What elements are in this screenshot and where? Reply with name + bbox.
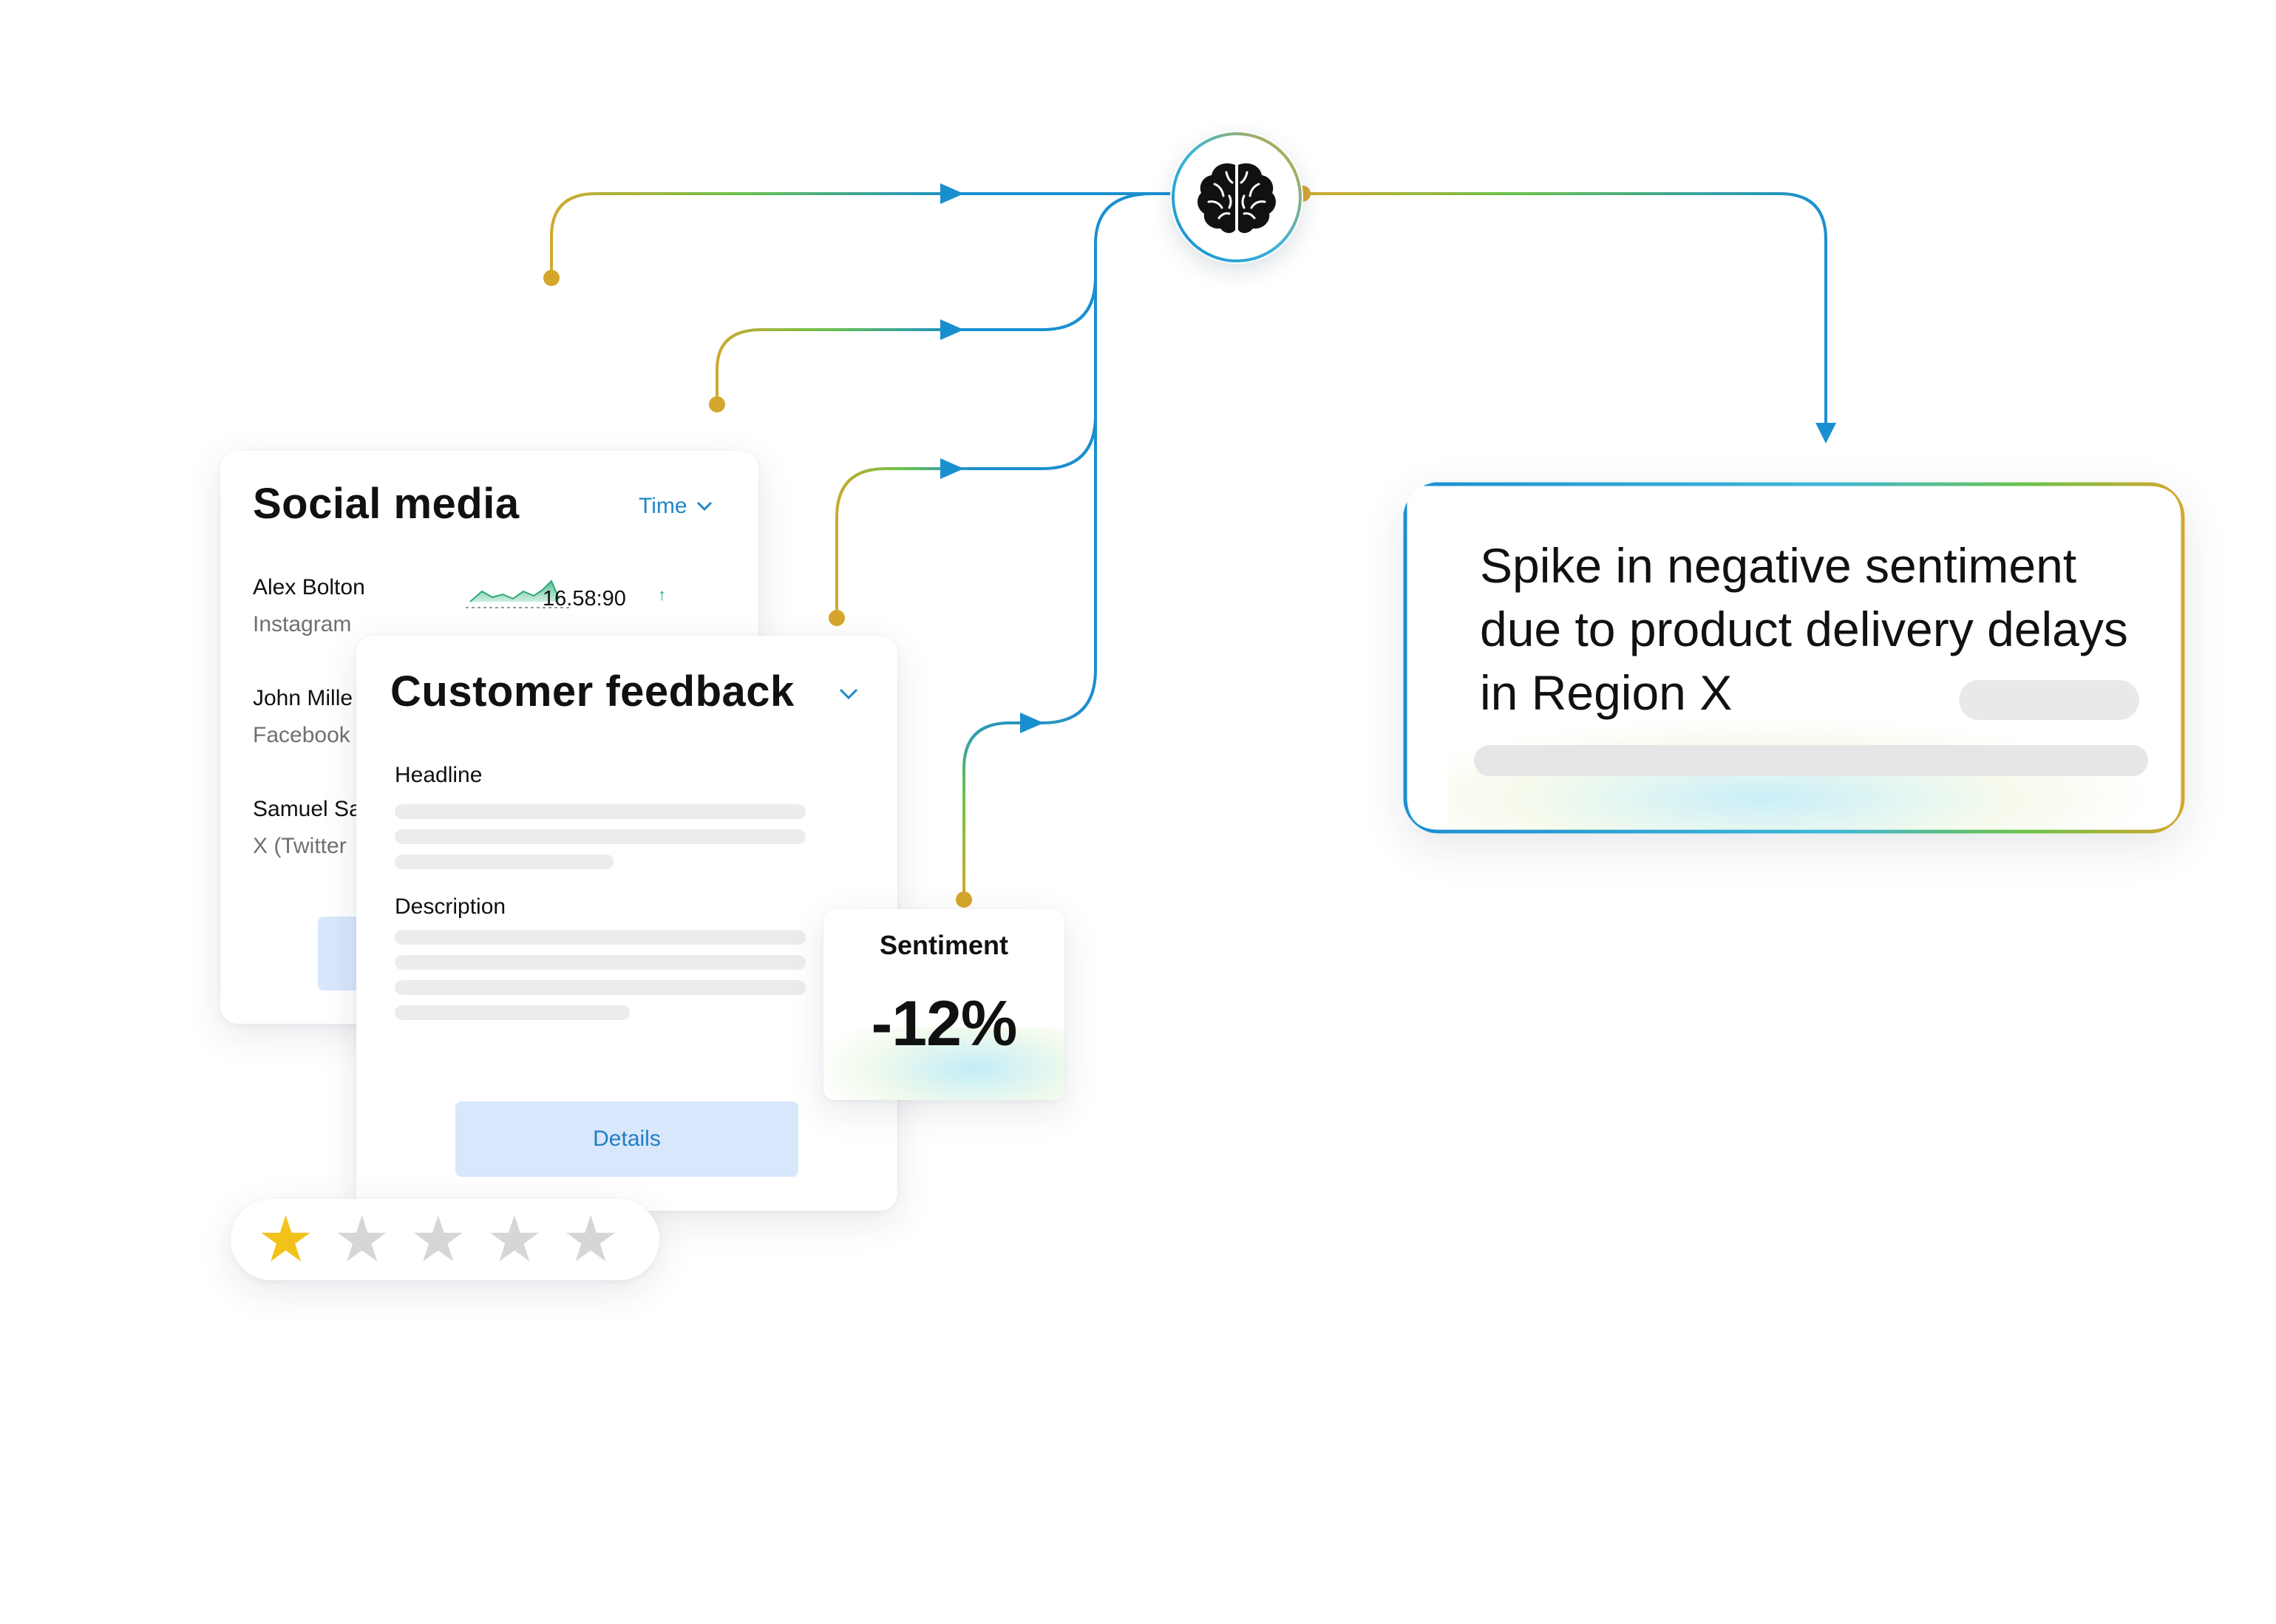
headline-placeholder-line: [395, 804, 806, 819]
description-placeholder-line: [395, 1005, 630, 1020]
headline-label: Headline: [395, 763, 483, 787]
platform-name: X (Twitter: [253, 834, 347, 858]
headline-placeholder-line: [395, 829, 806, 844]
sparkline-chart: [466, 580, 572, 608]
brain-icon: [1198, 163, 1276, 234]
author-name: John Mille: [253, 686, 353, 710]
timestamp: 16.58:90: [543, 587, 626, 611]
insight-placeholder-line: [1474, 745, 2148, 776]
star-empty-icon[interactable]: ★: [486, 1204, 543, 1275]
list-item[interactable]: Samuel Sa X (Twitter: [253, 797, 741, 878]
customer-feedback-card: Customer feedback Headline Description D…: [356, 636, 897, 1211]
insight-card: Spike in negative sentiment due to produ…: [1403, 482, 2185, 834]
insight-glow: [1447, 718, 2150, 834]
author-name: Samuel Sa: [253, 797, 361, 821]
description-placeholder-line: [395, 955, 806, 970]
star-empty-icon[interactable]: ★: [562, 1204, 619, 1275]
headline-placeholder-line: [395, 855, 614, 869]
star-rating: ★ ★ ★ ★ ★: [231, 1199, 659, 1280]
sentiment-value: -12%: [871, 988, 1018, 1059]
chevron-down-icon[interactable]: [838, 687, 859, 701]
customer-feedback-title: Customer feedback: [390, 667, 795, 716]
sentiment-glow: [823, 1027, 1064, 1100]
insight-placeholder-pill: [1959, 680, 2139, 720]
list-item[interactable]: Alex Bolton Instagram 16.58:90 ↑: [253, 575, 741, 656]
sentiment-label: Sentiment: [879, 930, 1009, 960]
description-placeholder-line: [395, 980, 806, 995]
sentiment-card: Sentiment -12%: [823, 909, 1064, 1100]
star-empty-icon[interactable]: ★: [410, 1204, 467, 1275]
chevron-down-icon: [696, 501, 712, 512]
star-empty-icon[interactable]: ★: [333, 1204, 391, 1275]
description-placeholder-line: [395, 930, 806, 945]
arrow-up-icon: ↑: [658, 585, 666, 604]
details-button[interactable]: Details: [455, 1101, 798, 1177]
brain-hub: [1170, 131, 1303, 264]
platform-name: Instagram: [253, 612, 352, 636]
time-filter-dropdown[interactable]: Time: [639, 494, 713, 519]
star-filled-icon[interactable]: ★: [257, 1204, 315, 1275]
social-media-title: Social media: [253, 480, 520, 528]
author-name: Alex Bolton: [253, 575, 365, 599]
time-filter-label: Time: [639, 494, 687, 518]
list-item[interactable]: John Mille Facebook: [253, 686, 741, 767]
description-label: Description: [395, 894, 506, 919]
insight-card-border: [1403, 482, 2185, 834]
platform-name: Facebook: [253, 723, 350, 747]
insight-text: Spike in negative sentiment due to produ…: [1480, 538, 2128, 720]
